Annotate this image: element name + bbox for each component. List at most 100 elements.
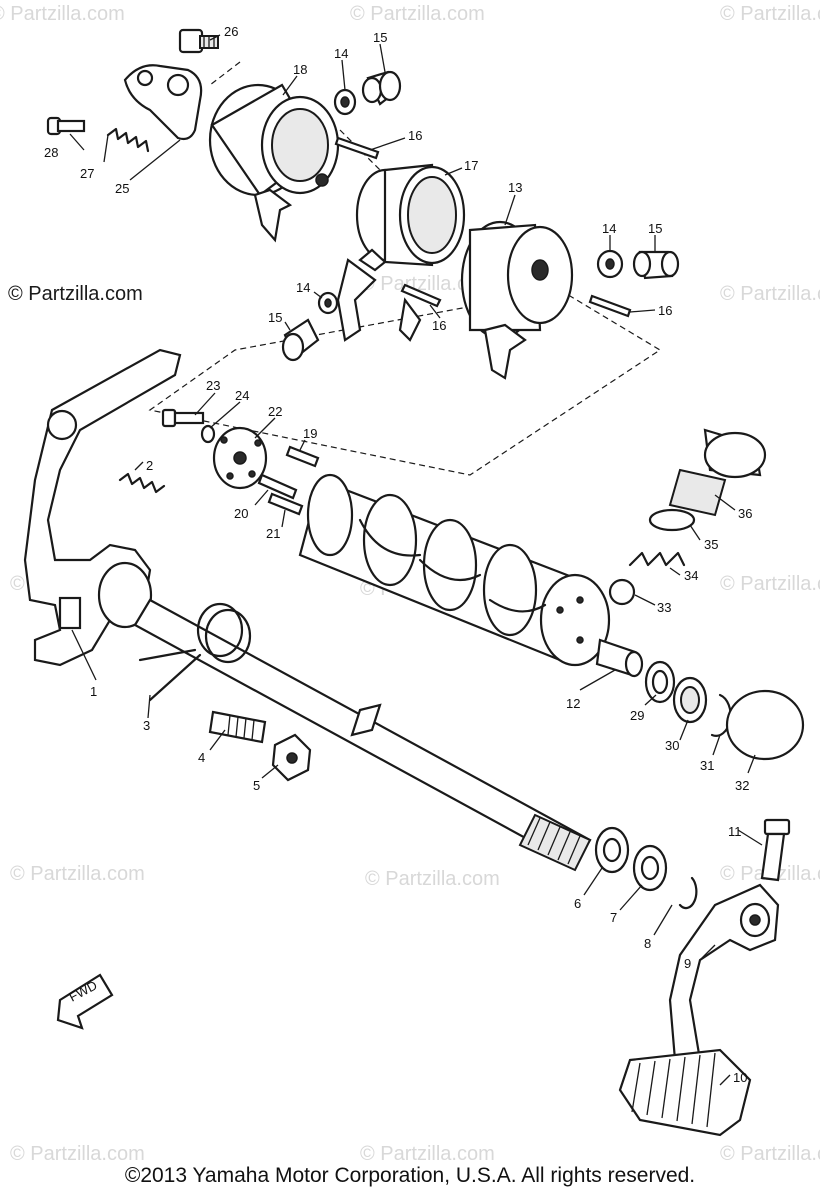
watermark-faint: © Partzilla.com: [360, 1143, 495, 1165]
watermark-faint: © Partzilla.com: [365, 868, 500, 890]
shift-fork-18: [208, 83, 340, 243]
ball-33: [608, 578, 636, 606]
callout-7: 7: [610, 910, 617, 925]
nut-5: [271, 733, 312, 782]
pin-20: [257, 473, 298, 500]
watermark-faint: © Partzilla.com: [720, 573, 820, 595]
callout-31: 31: [700, 758, 714, 773]
pin-16-mid: [400, 283, 442, 308]
callout-4: 4: [198, 750, 205, 765]
callout-20: 20: [234, 506, 248, 521]
spring-3: [138, 602, 252, 702]
callout-25: 25: [115, 181, 129, 196]
callout-36: 36: [738, 506, 752, 521]
callout-18: 18: [293, 62, 307, 77]
shift-fork-17: [336, 163, 466, 342]
callout-9: 9: [684, 956, 691, 971]
pin-19: [285, 445, 320, 468]
leader-lines: [69, 34, 763, 1086]
callout-14: 14: [334, 46, 348, 61]
callout-6: 6: [574, 896, 581, 911]
watermark-faint: © Partzilla.com: [720, 1143, 820, 1165]
callout-5: 5: [253, 778, 260, 793]
callout-22: 22: [268, 404, 282, 419]
gasket-35: [648, 508, 696, 532]
washer-6: [594, 826, 630, 874]
bolt-4: [208, 710, 267, 744]
shift-drum-12: [298, 473, 644, 678]
cap-32: [725, 689, 805, 761]
bolt-23: [161, 408, 205, 428]
washer-7: [632, 844, 668, 892]
callout-17: 17: [464, 158, 478, 173]
spring-27: [106, 127, 150, 153]
watermark-faint: © Partzilla.com: [350, 3, 485, 25]
callout-14: 14: [602, 221, 616, 236]
segment-22: [212, 426, 268, 490]
callout-15: 15: [648, 221, 662, 236]
shift-arm-1: [23, 348, 182, 667]
watermark-faint: © Partzilla.com: [10, 863, 145, 885]
callout-3: 3: [143, 718, 150, 733]
callout-15: 15: [373, 30, 387, 45]
callout-13: 13: [508, 180, 522, 195]
callout-33: 33: [657, 600, 671, 615]
copyright-notice: ©2013 Yamaha Motor Corporation, U.S.A. A…: [124, 1164, 696, 1187]
watermark-faint: © Partzilla.com: [10, 1143, 145, 1165]
fwd-arrow-icon: FWD: [56, 973, 114, 1030]
callout-16: 16: [432, 318, 446, 333]
bolt-26: [178, 28, 219, 54]
pin-21: [267, 492, 304, 516]
callout-27: 27: [80, 166, 94, 181]
callout-35: 35: [704, 537, 718, 552]
plug-36: [668, 428, 767, 517]
callout-34: 34: [684, 568, 698, 583]
watermark-faint: © Partzilla.com: [720, 3, 820, 25]
watermark-main: © Partzilla.com: [8, 283, 143, 305]
callout-21: 21: [266, 526, 280, 541]
shift-shaft: [133, 598, 592, 872]
callout-1: 1: [90, 684, 97, 699]
assembly-guide-line: [148, 61, 662, 476]
callout-26: 26: [224, 24, 238, 39]
pin-28: [46, 116, 86, 136]
callout-labels: 26 18 14 15 16 17 13 14 15 16 16 14 15 2…: [44, 24, 752, 1085]
callout-19: 19: [303, 426, 317, 441]
callout-32: 32: [735, 778, 749, 793]
callout-15: 15: [268, 310, 282, 325]
callout-11: 11: [728, 824, 742, 839]
callout-2: 2: [146, 458, 153, 473]
pin-16-right: [588, 294, 632, 318]
callout-30: 30: [665, 738, 679, 753]
callout-16: 16: [408, 128, 422, 143]
roller-15-right: [632, 250, 680, 280]
callout-23: 23: [206, 378, 220, 393]
washer-14-left: [317, 291, 339, 315]
roller-15-top: [361, 70, 402, 106]
callout-16: 16: [658, 303, 672, 318]
shift-fork-13: [398, 220, 574, 380]
callout-10: 10: [733, 1070, 747, 1085]
return-spring-2: [118, 472, 166, 494]
shift-pedal-9: [668, 883, 780, 1072]
washer-14-right: [596, 249, 624, 279]
bearing-30: [672, 676, 708, 724]
stopper-lever-25: [123, 64, 203, 141]
callout-29: 29: [630, 708, 644, 723]
watermark-faint: © Partzilla.com: [0, 3, 125, 25]
roller-15-left: [281, 318, 320, 362]
washer-24: [200, 424, 216, 444]
callout-12: 12: [566, 696, 580, 711]
pin-16-top: [334, 136, 380, 160]
callout-24: 24: [235, 388, 249, 403]
circlip-8: [678, 876, 698, 910]
washer-14-top: [333, 88, 357, 116]
washer-29: [644, 660, 676, 704]
callout-8: 8: [644, 936, 651, 951]
bolt-11: [760, 818, 791, 882]
pedal-rubber-10: [618, 1048, 752, 1137]
callout-14: 14: [296, 280, 310, 295]
watermark-faint: © Partzilla.com: [720, 283, 820, 305]
spring-34: [628, 551, 686, 567]
